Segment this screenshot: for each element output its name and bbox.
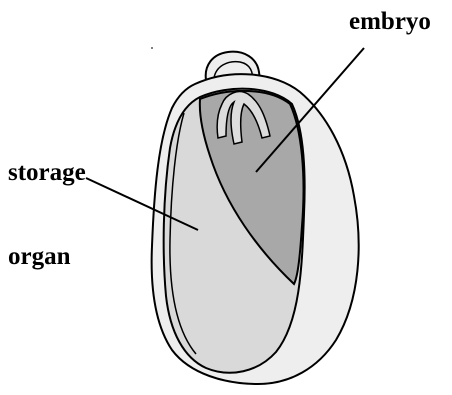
storage-organ-label-line2: organ — [8, 243, 86, 271]
storage-organ-label: storage organ — [8, 103, 86, 299]
speck-dot — [151, 47, 153, 49]
embryo-label: embryo — [349, 8, 431, 36]
storage-organ-label-line1: storage — [8, 159, 86, 187]
